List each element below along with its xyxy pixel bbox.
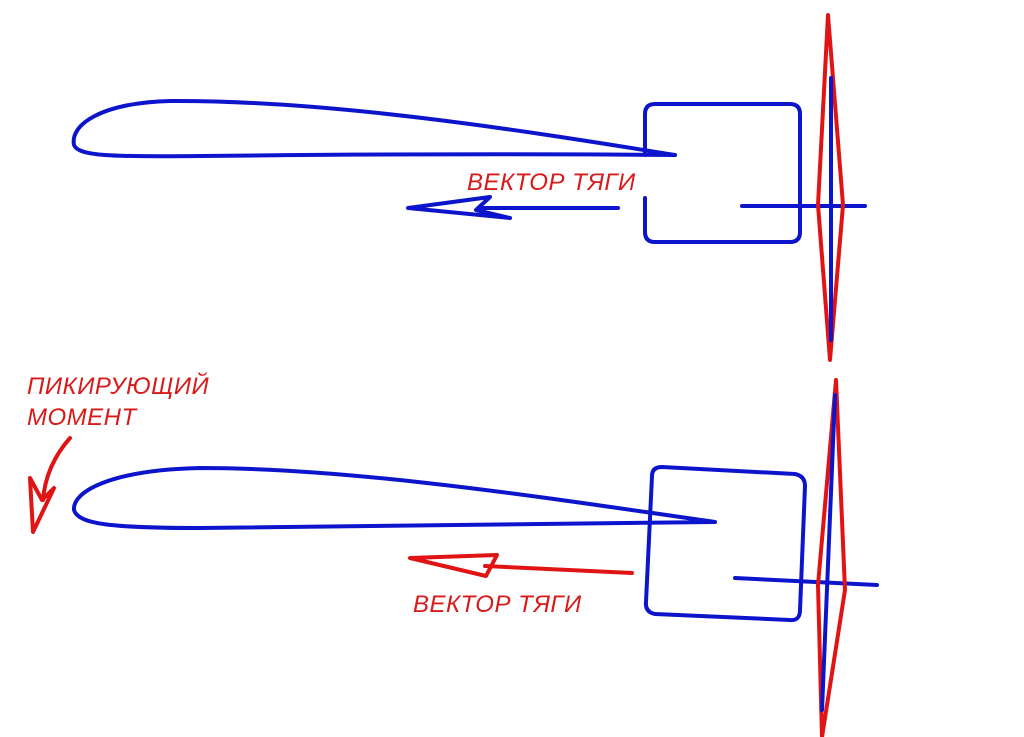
pitching-moment-arrow: [41, 436, 72, 502]
top-configuration: [71, 13, 867, 362]
thrust-vector-arrowhead: [406, 195, 512, 220]
pitching-moment-label-line2: МОМЕНТ: [27, 404, 137, 431]
top-thrust-vector-label: ВЕКТОР ТЯГИ: [467, 169, 636, 196]
pitching-moment-label-line1: ПИКИРУЮЩИЙ: [27, 373, 210, 400]
propeller-blade: [816, 378, 847, 737]
motor-box: [643, 465, 807, 623]
pitching-moment-arrowhead: [28, 476, 56, 534]
thrust-vector-line: [483, 564, 634, 575]
propeller-axis: [820, 393, 837, 712]
thrust-vector-arrowhead: [408, 553, 499, 578]
wing-airfoil: [71, 466, 717, 530]
motor-box: [643, 102, 802, 244]
propeller-blade: [816, 13, 845, 362]
bottom-thrust-vector-label: ВЕКТОР ТЯГИ: [413, 591, 582, 618]
motor-shaft: [733, 576, 879, 587]
bottom-configuration: [28, 378, 879, 737]
wing-airfoil: [71, 98, 677, 159]
